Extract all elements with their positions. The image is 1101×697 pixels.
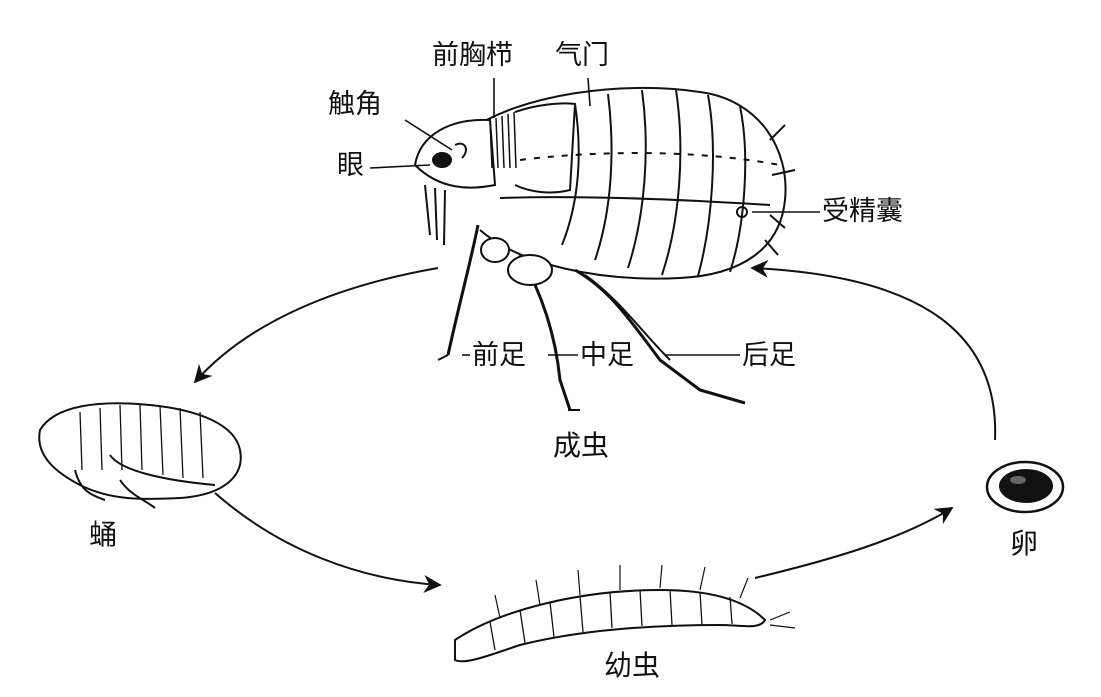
adult-flea-illustration [413,86,796,411]
stage-label-larva: 幼虫 [604,649,661,682]
larva-illustration [454,564,796,663]
label-eye: 眼 [337,150,364,181]
label-spermatheca: 受精囊 [822,196,903,227]
cycle-arrows [193,259,997,593]
label-antenna: 触角 [328,89,382,120]
arrow-adult-to-pupa [193,267,439,384]
arrow-pupa-to-larva [214,492,442,593]
label-leader-lines [369,77,820,356]
arrow-egg-to-adult [750,259,997,441]
pupa-illustration [38,402,242,509]
label-spiracle: 气门 [555,40,609,71]
stage-label-adult: 成虫 [553,429,610,462]
arrow-larva-to-egg [754,507,954,579]
egg-illustration [985,460,1065,514]
label-foreleg: 前足 [472,340,526,371]
label-midleg: 中足 [580,340,634,371]
stage-label-egg: 卵 [1010,527,1039,560]
label-pronotal-comb: 前胸栉 [432,40,513,71]
label-hindleg: 后足 [742,340,796,371]
stage-label-pupa: 蛹 [89,518,118,551]
